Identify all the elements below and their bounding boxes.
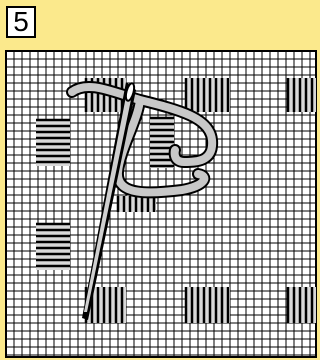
canvas-mesh-grid [6, 51, 316, 357]
